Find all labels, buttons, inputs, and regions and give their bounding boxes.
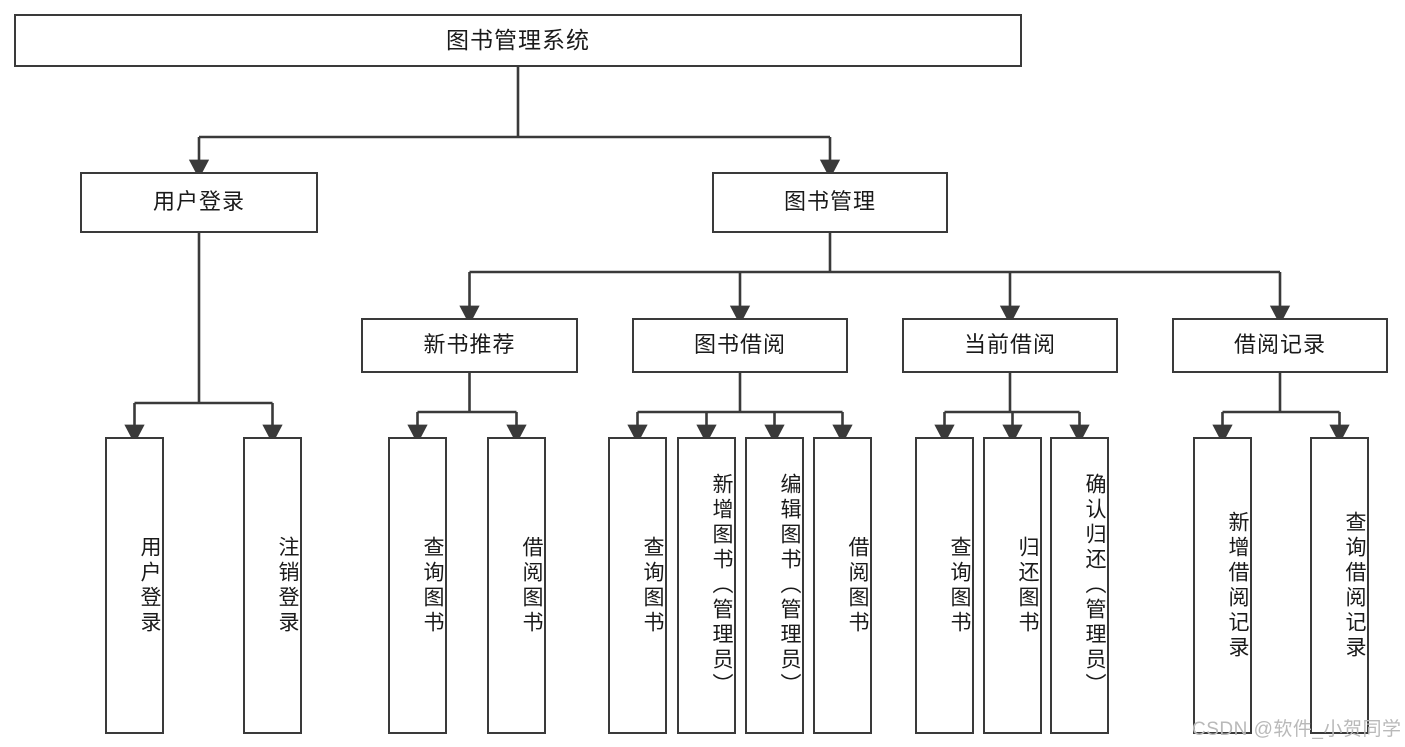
node-book-manage[interactable]: 图书管理 [712,172,948,233]
node-label: 查询借阅记录 [1343,510,1366,661]
node-label: 编辑图书（管理员） [778,473,801,698]
node-user-login[interactable]: 用户登录 [80,172,318,233]
node-leaf-query-book-1[interactable]: 查询图书 [388,437,447,734]
node-label: 新增图书（管理员） [710,473,733,698]
node-leaf-add-record[interactable]: 新增借阅记录 [1193,437,1252,734]
node-leaf-query-book-2[interactable]: 查询图书 [608,437,667,734]
node-label: 当前借阅 [963,332,1056,358]
node-leaf-user-logout[interactable]: 注销登录 [243,437,302,734]
node-label: 用户登录 [138,535,161,636]
node-current-borrow[interactable]: 当前借阅 [902,318,1118,373]
node-leaf-query-record[interactable]: 查询借阅记录 [1310,437,1369,734]
node-label: 新增借阅记录 [1226,510,1249,661]
node-label: 借阅记录 [1233,332,1326,358]
node-leaf-add-book[interactable]: 新增图书（管理员） [677,437,736,734]
node-label: 图书管理系统 [446,26,590,53]
node-leaf-query-book-3[interactable]: 查询图书 [915,437,974,734]
node-label: 归还图书 [1016,535,1039,636]
node-book-borrow[interactable]: 图书借阅 [632,318,848,373]
node-label: 新书推荐 [423,332,516,358]
node-borrow-record[interactable]: 借阅记录 [1172,318,1388,373]
node-label: 用户登录 [152,189,245,215]
node-label: 查询图书 [948,535,971,636]
node-leaf-borrow-book-1[interactable]: 借阅图书 [487,437,546,734]
node-label: 查询图书 [641,535,664,636]
node-label: 注销登录 [276,535,299,636]
node-label: 借阅图书 [520,535,543,636]
node-label: 借阅图书 [846,535,869,636]
node-label: 图书管理 [783,189,876,215]
node-leaf-edit-book[interactable]: 编辑图书（管理员） [745,437,804,734]
node-leaf-borrow-book-2[interactable]: 借阅图书 [813,437,872,734]
node-new-book-recommend[interactable]: 新书推荐 [361,318,578,373]
node-root[interactable]: 图书管理系统 [14,14,1022,67]
node-label: 确认归还（管理员） [1083,473,1106,698]
node-label: 图书借阅 [693,332,786,358]
node-leaf-return-book[interactable]: 归还图书 [983,437,1042,734]
csdn-watermark: CSDN @软件_小贺同学 [1192,719,1402,740]
node-leaf-user-login[interactable]: 用户登录 [105,437,164,734]
node-leaf-confirm-return[interactable]: 确认归还（管理员） [1050,437,1109,734]
node-label: 查询图书 [421,535,444,636]
